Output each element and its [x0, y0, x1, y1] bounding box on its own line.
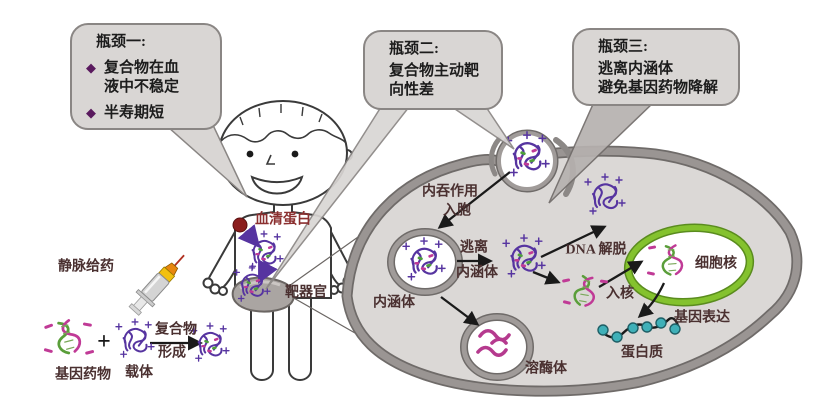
label-escape-line2: 内涵体 [456, 265, 498, 281]
plus-sign: + [97, 328, 111, 355]
carrier-icon [116, 319, 154, 357]
label-nuclear-entry: 入核 [606, 286, 634, 302]
callout-bottleneck-1: 瓶颈一: ◆ 复合物在血液中不稳定 ◆ 半寿期短 [70, 23, 222, 130]
human-figure [202, 100, 355, 381]
label-nucleus: 细胞核 [695, 256, 737, 272]
free-dna-icon [562, 274, 608, 308]
hair-strokes [239, 104, 323, 126]
label-endosome: 内涵体 [373, 295, 415, 311]
callout1-item-2: ◆ 半寿期短 [86, 104, 210, 124]
lysosome-vesicle [460, 313, 534, 381]
callout3-line1: 逃离内涵体 [598, 60, 674, 77]
label-gene-drug: 基因药物 [55, 367, 111, 383]
left-hand [202, 277, 228, 296]
label-endocytosis-line2: 入胞 [443, 203, 471, 219]
nucleus [623, 223, 755, 307]
label-carrier: 载体 [125, 365, 153, 381]
lysosome-enzymes [476, 328, 511, 357]
label-protein: 蛋白质 [621, 345, 663, 361]
nucleus-dna-icon [646, 243, 684, 277]
callout1-item-2-text: 半寿期短 [104, 104, 165, 121]
protein-beads-icon [597, 317, 681, 343]
callout-bottleneck-3: 瓶颈三: 逃离内涵体 避免基因药物降解 [572, 28, 740, 106]
label-serum-protein: 血清蛋白 [255, 212, 311, 228]
gene-drug-icon [43, 317, 95, 357]
label-lysosome: 溶酶体 [525, 361, 567, 377]
label-complex-formation-top: 复合物 [155, 322, 197, 338]
callout-bottleneck-2: 瓶颈二: 复合物主动靶向性差 [363, 30, 503, 110]
diamond-bullet-icon: ◆ [86, 59, 96, 75]
callout1-title: 瓶颈一: [96, 34, 146, 50]
label-endocytosis-line1: 内吞作用 [422, 184, 478, 200]
callout3-line2: 避免基因药物降解 [598, 80, 719, 96]
callout2-tail-cell [449, 106, 515, 150]
callout1-item-1: ◆ 复合物在血液中不稳定 [86, 59, 210, 98]
process-arrows [150, 171, 666, 351]
label-complex-formation-bottom: 形成 [158, 345, 186, 361]
diamond-bullet-icon: ◆ [86, 104, 96, 120]
callout2-title: 瓶颈二: [389, 41, 439, 57]
label-dna-release: DNA 解脱 [565, 242, 627, 258]
label-gene-expression: 基因表达 [674, 310, 730, 326]
serum-protein-dot [232, 217, 248, 233]
syringe-icon [128, 254, 185, 316]
callout2-body: 复合物主动靶向性差 [389, 62, 480, 99]
label-iv-injection: 静脉给药 [58, 259, 114, 275]
callout-tails [166, 101, 656, 290]
callout1-item-1-text: 复合物在血液中不稳定 [104, 59, 180, 96]
label-escape-line1: 逃离 [460, 240, 488, 256]
callout3-title: 瓶颈三: [598, 39, 648, 55]
label-target-organ: 靶器官 [285, 285, 327, 301]
